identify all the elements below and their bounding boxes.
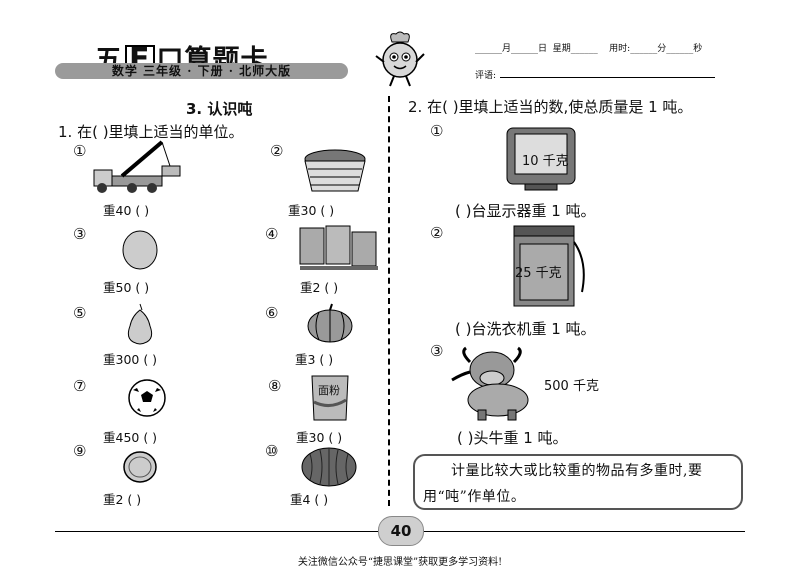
q1-item-4-num: ④ [265, 225, 279, 243]
fruit-basket-icon [304, 149, 366, 192]
q1-item-2-num: ② [270, 142, 284, 160]
q1-item-7-num: ⑦ [73, 377, 87, 395]
q1-item-1-label: 重40 ( ) [103, 203, 150, 218]
cow-weight: 500 千克 [544, 379, 599, 394]
q1-item-5-num: ⑤ [73, 304, 87, 322]
q1-item-1-num: ① [73, 142, 87, 160]
q1-item-2-label: 重30 ( ) [288, 203, 335, 218]
washing-machine-icon [513, 225, 585, 307]
q2-item-3-answer: ( )头牛重 1 吨。 [457, 429, 568, 447]
mascot-icon [375, 31, 425, 87]
pear-icon [127, 303, 153, 345]
date-line: ______月______日 星期______ 用时:______分______… [475, 44, 703, 54]
washing-machine-weight: 25 千克 [515, 266, 562, 281]
q1-item-7-label: 重450 ( ) [103, 430, 158, 445]
q1-item-3-num: ③ [73, 225, 87, 243]
q1-prompt: 1. 在( )里填上适当的单位。 [58, 123, 244, 141]
q1-item-10-num: ⑩ [265, 442, 279, 460]
column-divider [388, 96, 390, 506]
q1-item-9-num: ⑨ [73, 442, 87, 460]
section-title: 3. 认识吨 [186, 100, 253, 118]
q2-item-3-num: ③ [430, 342, 444, 360]
footer-text: 关注微信公众号“捷思课堂”获取更多学习资料! [297, 557, 503, 568]
q2-item-2-num: ② [430, 224, 444, 242]
q1-item-9-label: 重2 ( ) [103, 492, 142, 507]
monitor-icon [506, 127, 576, 191]
q1-item-8-label: 重30 ( ) [296, 430, 343, 445]
flour-bag-text: 面粉 [318, 384, 340, 397]
flour-bag-icon [311, 375, 349, 421]
pumpkin-icon [307, 303, 353, 343]
egg-icon [122, 230, 158, 270]
q1-item-6-label: 重3 ( ) [295, 352, 334, 367]
q1-item-5-label: 重300 ( ) [103, 352, 158, 367]
soccer-ball-icon [128, 379, 166, 417]
money-bundles-icon [299, 225, 378, 270]
q2-item-1-answer: ( )台显示器重 1 吨。 [455, 202, 596, 220]
q1-item-8-num: ⑧ [268, 377, 282, 395]
subtitle-bar: 数学 三年级 · 下册 · 北师大版 [55, 63, 348, 79]
tip-box: 计量比较大或比较重的物品有多重时,要用“吨”作单位。 [413, 454, 743, 510]
watermelon-icon [301, 447, 357, 487]
page-number: 40 [378, 516, 424, 546]
cow-icon [451, 346, 529, 421]
q2-item-2-answer: ( )台洗衣机重 1 吨。 [455, 320, 596, 338]
q1-item-10-label: 重4 ( ) [290, 492, 329, 507]
comment-line [500, 77, 715, 78]
crane-truck-icon [93, 140, 181, 193]
q1-item-4-label: 重2 ( ) [300, 280, 339, 295]
q1-item-6-num: ⑥ [265, 304, 279, 322]
coin-icon [123, 451, 157, 483]
comment-label: 评语: [475, 71, 497, 81]
q2-item-1-num: ① [430, 122, 444, 140]
monitor-weight: 10 千克 [522, 154, 569, 169]
q1-item-3-label: 重50 ( ) [103, 280, 150, 295]
q2-prompt: 2. 在( )里填上适当的数,使总质量是 1 吨。 [408, 98, 693, 116]
